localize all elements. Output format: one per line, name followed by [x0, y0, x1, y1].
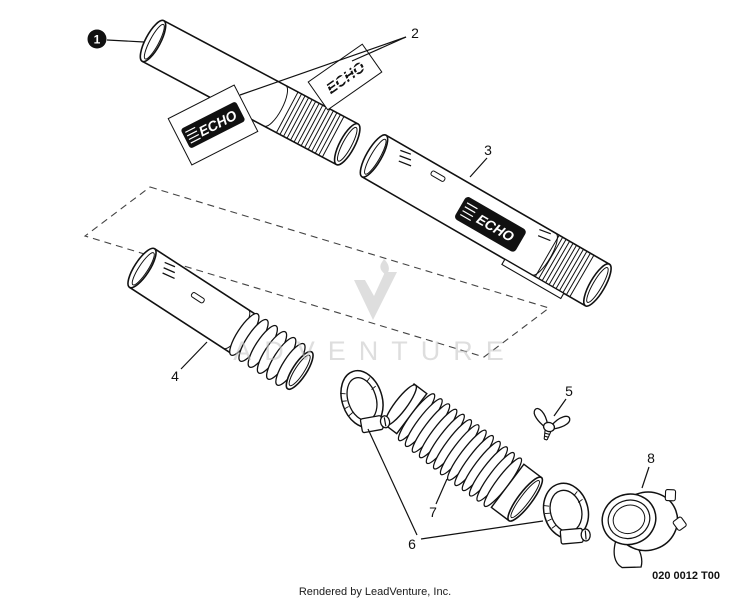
callout-4[interactable]: 4	[171, 341, 208, 384]
callout-2[interactable]: 2	[239, 25, 419, 96]
tube-open-end	[127, 247, 157, 289]
leader-line	[180, 341, 208, 370]
leader-line	[435, 478, 448, 505]
wing-nut-stem	[543, 430, 552, 441]
tube-body	[142, 20, 359, 165]
callout-bubble[interactable]	[87, 29, 107, 49]
leader-line	[553, 398, 567, 417]
leader-line	[239, 36, 407, 96]
rib-texture	[275, 91, 345, 158]
leader-line	[420, 520, 544, 540]
callout-3[interactable]: 3	[469, 142, 492, 178]
callout-number: 1	[94, 33, 101, 47]
assembly-boundary-dashed	[83, 186, 551, 358]
decal-logo-stripes	[460, 202, 478, 222]
callout-number[interactable]: 5	[565, 383, 573, 399]
flange-tab	[672, 516, 687, 531]
hose-end-opening	[507, 476, 544, 522]
tube-open-end	[359, 134, 389, 178]
part-2-decal-upper: ECHO	[307, 43, 383, 111]
part-5-wing-nut	[533, 407, 571, 441]
callout-number[interactable]: 2	[411, 25, 419, 41]
tube-seam	[263, 85, 288, 127]
elbow-bore	[612, 504, 646, 535]
wing-left	[533, 407, 549, 428]
callout-number[interactable]: 7	[429, 504, 437, 520]
flange-tab	[664, 489, 677, 502]
decal-logo-stripes	[185, 126, 201, 144]
callout-6[interactable]: 6	[367, 428, 544, 552]
callout-number[interactable]: 4	[171, 368, 179, 384]
hose-corrugations	[397, 393, 523, 508]
callout-number[interactable]: 3	[484, 142, 492, 158]
tube-end-opening	[333, 122, 361, 166]
tube-end-opening	[582, 263, 612, 307]
part-3-blower-tube: ECHO	[359, 134, 612, 307]
decal-logo-band	[181, 102, 245, 148]
slot	[430, 170, 446, 182]
leader-line	[106, 39, 145, 43]
vent-slits	[162, 261, 176, 280]
watermark-text: ADVENTURE	[233, 336, 517, 366]
tube-open-end	[139, 19, 167, 63]
callout-1[interactable]: 1	[87, 29, 145, 49]
tube-seam	[531, 232, 558, 276]
callout-number[interactable]: 8	[647, 450, 655, 466]
rib-texture	[534, 234, 595, 298]
decal-stripes	[317, 54, 371, 97]
tube-body	[129, 248, 256, 353]
tube-end-opening	[285, 350, 314, 391]
vent-slits	[398, 149, 412, 167]
leader-line	[351, 36, 407, 62]
clamp-worm-screw	[559, 527, 591, 545]
slot	[190, 292, 205, 304]
part-4-blower-tube	[127, 247, 314, 391]
leader-line	[367, 428, 418, 536]
tube-rail	[501, 258, 565, 300]
doc-code: 020 0012 T00	[652, 570, 720, 582]
callout-8[interactable]: 8	[641, 450, 655, 489]
callout-number[interactable]: 6	[408, 536, 416, 552]
wing-right	[550, 415, 571, 430]
rendered-by-footer: Rendered by LeadVenture, Inc.	[298, 586, 452, 598]
part-1-blower-tube	[139, 19, 361, 166]
thread-rings	[229, 312, 306, 386]
callout-7[interactable]: 7	[429, 478, 448, 520]
clamp-worm-screw	[359, 415, 391, 434]
clamp-band-slots	[340, 377, 376, 417]
callout-5[interactable]: 5	[553, 383, 573, 417]
watermark: ADVENTURE	[233, 259, 517, 366]
vent-slits	[537, 228, 551, 242]
part-6-clamp-lower	[542, 482, 591, 545]
leadventure-flame-icon	[380, 259, 389, 275]
clamp-band-slots	[543, 491, 583, 529]
part-6-clamp-upper	[340, 369, 391, 434]
part-8-elbow-fitting	[601, 489, 687, 569]
leader-line	[469, 157, 488, 178]
wing-nut-hub	[542, 421, 556, 433]
leadventure-v-logo-icon	[354, 272, 397, 320]
leader-line	[641, 466, 650, 489]
part-2-decal-lower: ECHO	[167, 84, 259, 166]
part-7-flex-hose	[382, 383, 544, 522]
